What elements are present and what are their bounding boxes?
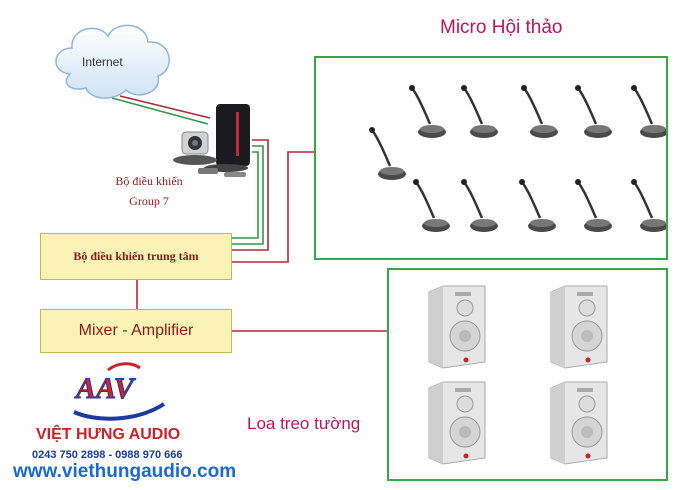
microphone-group: [367, 83, 670, 234]
brand-website[interactable]: www.viethungaudio.com: [13, 461, 237, 482]
micro-title: Micro Hội thảo: [440, 17, 563, 38]
wall-speaker-icon: [428, 381, 486, 465]
microphone-icon: [407, 83, 448, 140]
microphone-icon: [517, 177, 558, 234]
cloud-label: Internet: [82, 55, 123, 69]
aav-logo: AAV: [73, 362, 166, 421]
brand-phone: 0243 750 2898 - 0988 970 666: [32, 449, 183, 461]
wall-speaker-icon: [550, 381, 608, 465]
aav-logo-text: AAV: [74, 372, 137, 405]
microphone-icon: [629, 177, 670, 234]
wall-speaker-icon: [428, 285, 486, 369]
central-controller-label: Bộ điều khiển trung tâm: [73, 249, 199, 263]
microphone-icon: [367, 125, 408, 182]
wall-speaker-icon: [550, 285, 608, 369]
microphone-icon: [573, 83, 614, 140]
group-controller-label: Bộ điều khiển Group 7: [115, 174, 183, 208]
speaker-title: Loa treo tường: [247, 414, 361, 433]
cloud-icon: [55, 24, 170, 99]
mixer-amplifier-box: Mixer - Amplifier: [40, 309, 232, 353]
microphone-icon: [459, 177, 500, 234]
speaker-panel: [387, 268, 668, 481]
microphone-icon: [459, 83, 500, 140]
microphone-icon: [411, 177, 452, 234]
speaker-group: [428, 285, 608, 465]
video-conference-unit-icon: [173, 104, 250, 177]
mixer-amplifier-label: Mixer - Amplifier: [78, 322, 194, 339]
microphone-icon: [519, 83, 560, 140]
microphone-panel: [314, 56, 670, 260]
microphone-icon: [573, 177, 614, 234]
central-controller-box: Bộ điều khiển trung tâm: [40, 233, 232, 280]
brand-name: VIỆT HƯNG AUDIO: [36, 426, 181, 443]
microphone-icon: [629, 83, 670, 140]
